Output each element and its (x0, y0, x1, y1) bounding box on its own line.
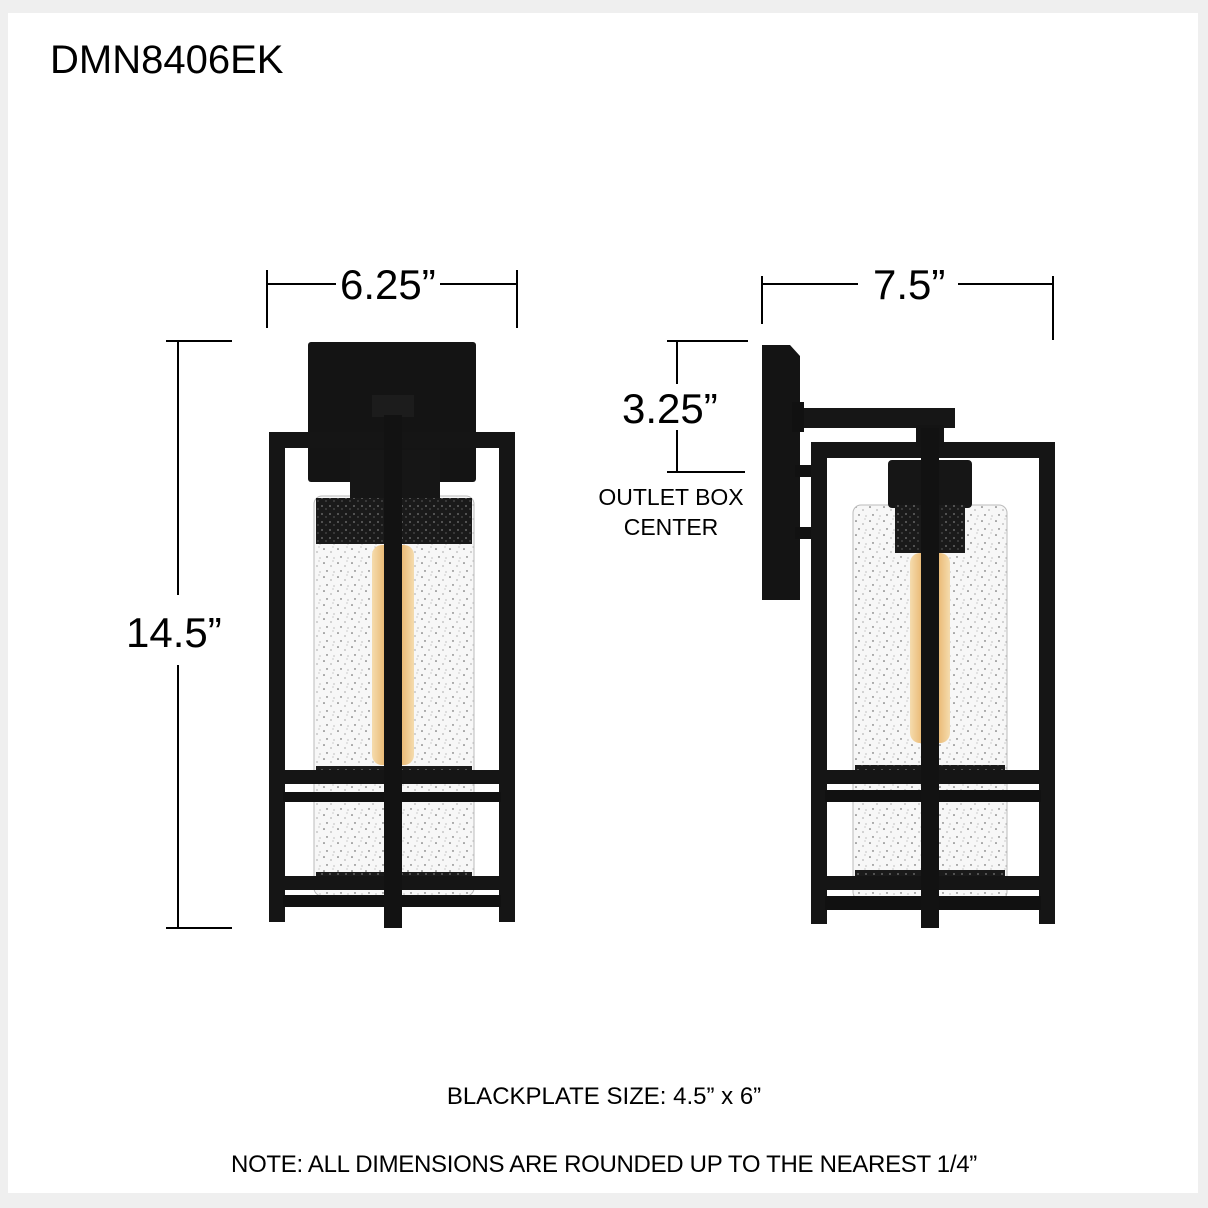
front-width-label: 6.25” (340, 261, 436, 308)
front-width-dimension (266, 270, 518, 328)
side-view-fixture (762, 345, 1055, 928)
rounding-note: NOTE: ALL DIMENSIONS ARE ROUNDED UP TO T… (231, 1151, 977, 1178)
outlet-offset-dimension (667, 340, 748, 473)
front-view-fixture (269, 342, 515, 928)
outlet-caption-line2: CENTER (623, 514, 719, 540)
backplate-size-note: BLACKPLATE SIZE: 4.5” x 6” (446, 1083, 762, 1110)
side-depth-dimension (761, 276, 1054, 340)
outlet-offset-label: 3.25” (622, 385, 718, 432)
outlet-caption-line1: OUTLET BOX (598, 484, 744, 510)
model-number-title: DMN8406EK (50, 38, 284, 82)
front-height-label: 14.5” (126, 609, 222, 656)
front-height-dimension (166, 340, 232, 929)
side-depth-label: 7.5” (873, 261, 946, 308)
